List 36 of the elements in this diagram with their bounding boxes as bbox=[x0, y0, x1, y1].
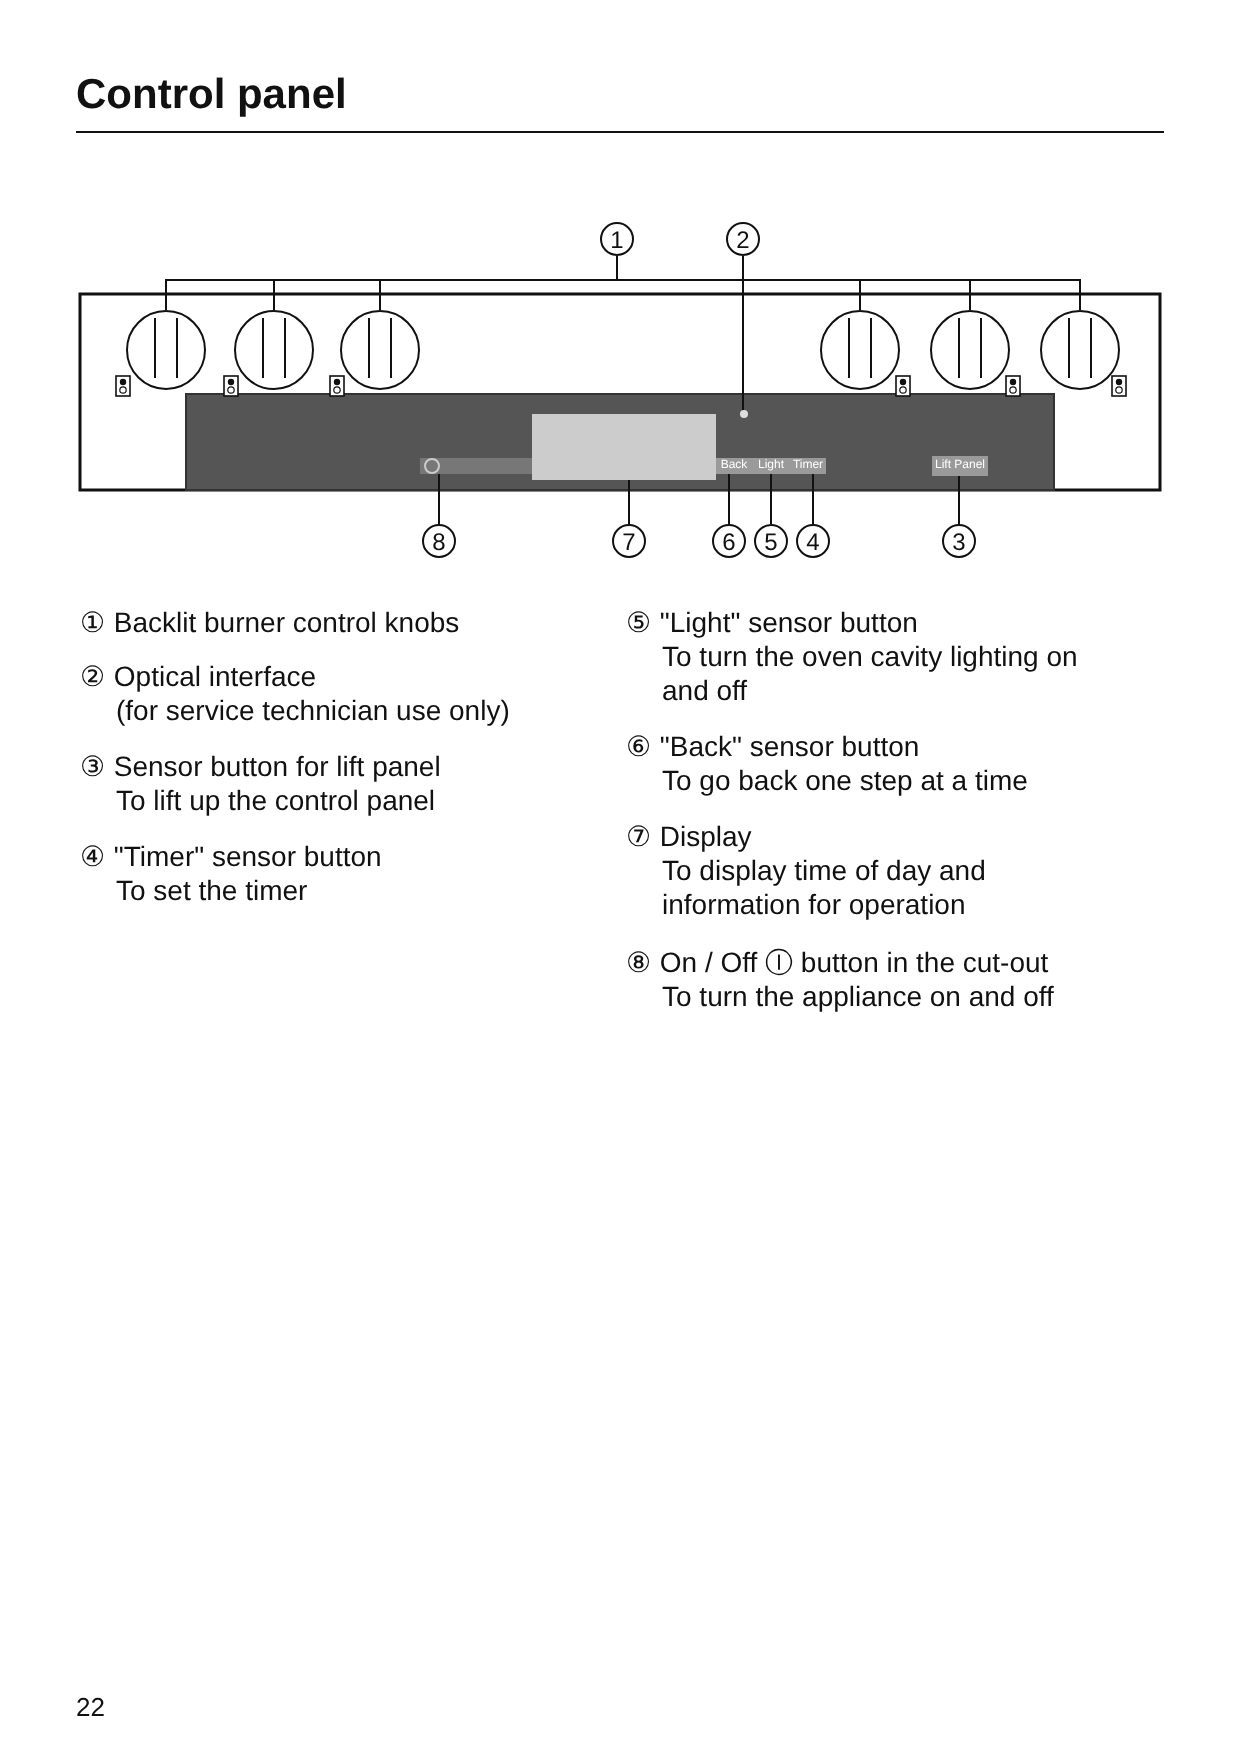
callout-number: 6 bbox=[712, 524, 746, 558]
leader-line bbox=[438, 473, 440, 525]
callout-number: 2 bbox=[726, 222, 760, 256]
leader-line bbox=[628, 479, 630, 525]
leader-line bbox=[812, 473, 814, 525]
legend-description: To go back one step at a time bbox=[662, 764, 1030, 798]
leader-line bbox=[770, 473, 772, 525]
page-number: 22 bbox=[76, 1690, 107, 1724]
legend-item: ③ Sensor button for lift panel bbox=[80, 750, 443, 784]
callout-number: 4 bbox=[796, 524, 830, 558]
page-title: Control panel bbox=[76, 72, 347, 120]
callout-number: 8 bbox=[422, 524, 456, 558]
optical-interface bbox=[740, 410, 748, 418]
legend-item: ② Optical interface bbox=[80, 660, 319, 694]
callout-number: 3 bbox=[942, 524, 976, 558]
legend-description: To display time of day and information for operation bbox=[662, 854, 988, 922]
leader-line bbox=[728, 473, 730, 525]
callout-number: 5 bbox=[754, 524, 788, 558]
legend-item: ① Backlit burner control knobs bbox=[80, 606, 462, 640]
legend-item: ④ "Timer" sensor button bbox=[80, 840, 384, 874]
legend-description: To set the timer bbox=[116, 874, 310, 908]
callout-number: 7 bbox=[612, 524, 646, 558]
legend-description: To turn the appliance on and off bbox=[662, 980, 1056, 1014]
legend-item: ⑧ On / Off Ⓘ button in the cut-out bbox=[626, 946, 1051, 980]
on-off-button bbox=[424, 458, 440, 474]
legend-item: ⑥ "Back" sensor button bbox=[626, 730, 922, 764]
display-screen bbox=[532, 414, 716, 480]
legend-item: ⑦ Display bbox=[626, 820, 754, 854]
legend-item: ⑤ "Light" sensor button bbox=[626, 606, 920, 640]
leader-line bbox=[616, 255, 1081, 311]
callout-number: 1 bbox=[600, 222, 634, 256]
legend-description: To turn the oven cavity lighting on and off bbox=[662, 640, 1080, 708]
legend-description: (for service technician use only) bbox=[116, 694, 512, 728]
leader-line bbox=[958, 475, 960, 525]
legend-description: To lift up the control panel bbox=[116, 784, 438, 818]
leader-line bbox=[742, 255, 744, 411]
